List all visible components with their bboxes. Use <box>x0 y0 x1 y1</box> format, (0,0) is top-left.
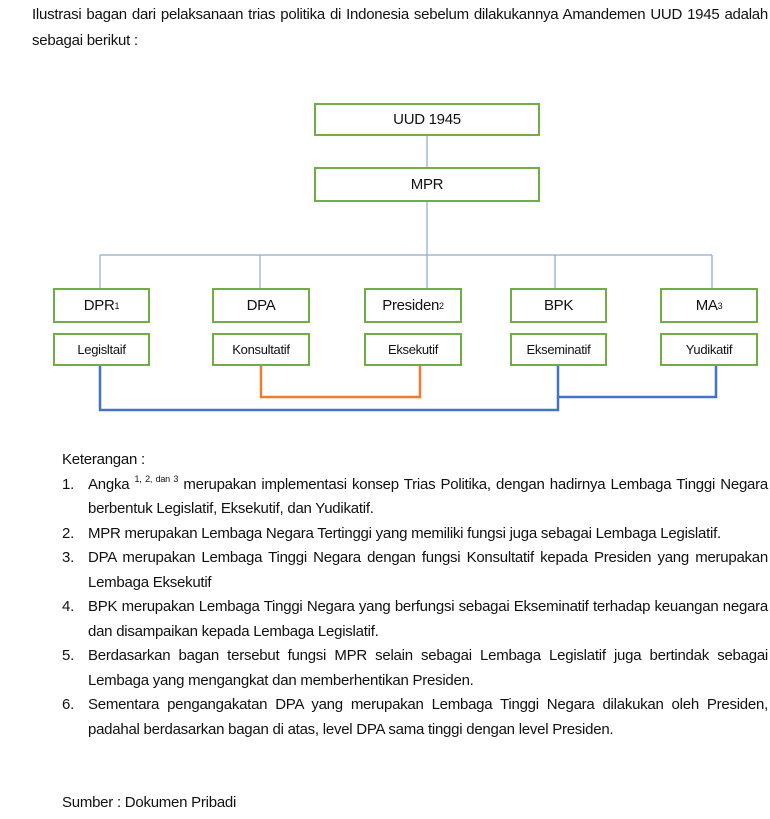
source-note: Sumber : Dokumen Pribadi <box>62 794 237 811</box>
box-label: Konsultatif <box>232 342 290 357</box>
box-yudikatif: Yudikatif <box>660 333 758 366</box>
footnote-mark: 1, 2, dan 3 <box>134 473 179 484</box>
box-label: MPR <box>410 176 444 193</box>
link-konsultatif-eksekutif <box>259 365 422 399</box>
list-text: DPA merupakan Lembaga Tinggi Negara deng… <box>88 549 768 591</box>
box-legislatif: Legisltaif <box>53 333 150 366</box>
box-label: Eksekutif <box>387 342 439 357</box>
list-number: 5. <box>62 647 75 664</box>
list-item: 1. Angka 1, 2, dan 3 merupakan implement… <box>62 473 768 522</box>
link-ekseminatif-yudikatif <box>558 365 718 399</box>
list-text: Sementara pengangakatan DPA yang merupak… <box>88 696 768 738</box>
list-number: 3. <box>62 549 75 566</box>
list-item: 2. MPR merupakan Lembaga Negara Tertinggi… <box>62 522 768 547</box>
list-text: MPR merupakan Lembaga Negara Tertinggi y… <box>88 524 721 542</box>
list-text-body: merupakan implementasi konsep Trias Poli… <box>88 475 768 518</box>
keterangan-section: Keterangan : 1. Angka 1, 2, dan 3 merupa… <box>62 448 768 742</box>
box-label: DPR <box>83 297 115 314</box>
keterangan-title: Keterangan : <box>62 451 145 468</box>
box-label: Presiden <box>382 297 440 314</box>
box-eksekutif: Eksekutif <box>364 333 462 366</box>
box-uud-1945: UUD 1945 <box>314 103 540 136</box>
box-label: Ekseminatif <box>526 342 591 357</box>
box-label: Legisltaif <box>77 342 126 357</box>
list-number: 4. <box>62 598 75 615</box>
list-text: Berdasarkan bagan tersebut fungsi MPR se… <box>88 647 768 689</box>
list-number: 2. <box>62 524 75 542</box>
box-label: BPK <box>543 297 574 314</box>
box-bpk: BPK <box>510 288 607 323</box>
list-item: 3. DPA merupakan Lembaga Tinggi Negara de… <box>62 546 768 595</box>
list-number: 1. <box>62 475 75 493</box>
list-text: Angka 1, 2, dan 3 merupakan implementasi… <box>88 473 768 522</box>
intro-paragraph: Ilustrasi bagan dari pelaksanaan trias p… <box>32 6 768 49</box>
box-dpa: DPA <box>212 288 310 323</box>
box-label: UUD 1945 <box>393 111 461 128</box>
link-legislatif-ekseminatif <box>98 365 560 412</box>
box-label: Yudikatif <box>685 342 733 357</box>
list-item: 4. BPK merupakan Lembaga Tinggi Negara ya… <box>62 595 768 644</box>
box-ekseminatif: Ekseminatif <box>510 333 607 366</box>
box-mpr: MPR <box>314 167 540 202</box>
list-text: BPK merupakan Lembaga Tinggi Negara yang… <box>88 598 768 640</box>
box-konsultatif: Konsultatif <box>212 333 310 366</box>
list-text-prefix: Angka <box>88 475 130 493</box>
list-item: 6. Sementara pengangakatan DPA yang merup… <box>62 693 768 742</box>
list-number: 6. <box>62 696 75 713</box>
box-label: DPA <box>246 297 276 314</box>
box-label: MA <box>695 297 718 314</box>
list-item: 5. Berdasarkan bagan tersebut fungsi MPR … <box>62 644 768 693</box>
